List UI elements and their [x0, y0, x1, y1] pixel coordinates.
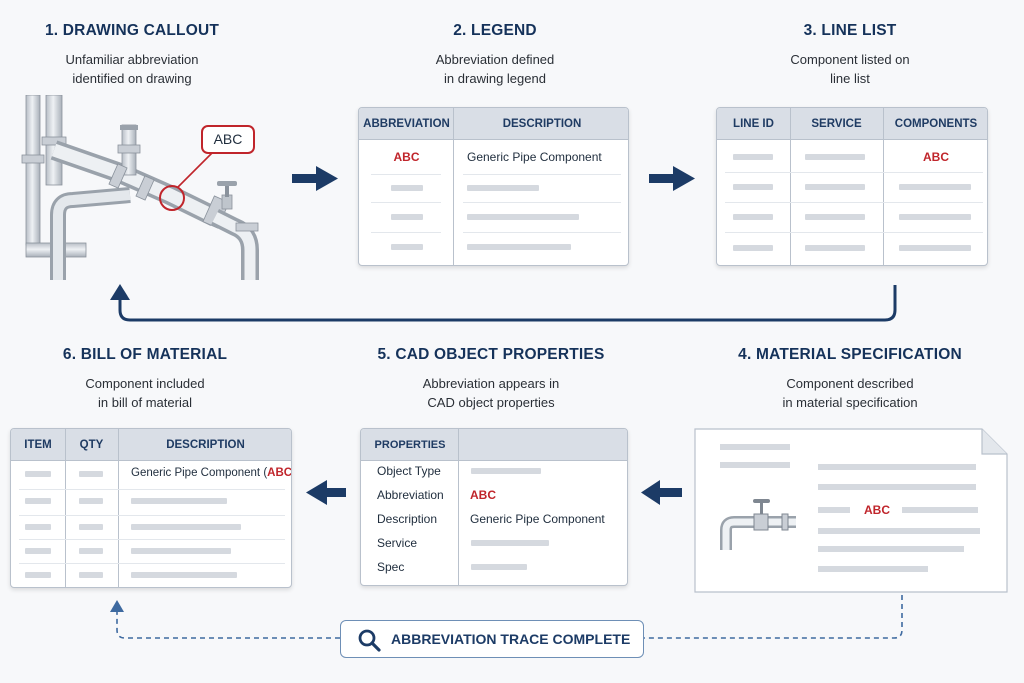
callout-highlight-circle — [159, 185, 185, 211]
cad-prop-spec-label: Spec — [377, 560, 405, 574]
legend-abbr-value: ABC — [393, 150, 420, 164]
line-list-col-service: SERVICE — [811, 118, 862, 130]
bom-header — [11, 429, 291, 461]
line-list-col-components: COMPONENTS — [894, 118, 978, 130]
line-list-abbr-value: ABC — [923, 150, 949, 164]
legend-desc-value: Generic Pipe Component — [467, 150, 602, 164]
cad-properties-panel: PROPERTIES Object Type Abbreviation ABC … — [360, 428, 628, 586]
trace-dashed-line — [116, 595, 903, 639]
callout-bubble: ABC — [201, 125, 255, 154]
cad-properties-header — [361, 429, 627, 461]
step3-subtitle-line2: line list — [830, 71, 870, 86]
cad-prop-description-label: Description — [377, 512, 438, 526]
bom-col-description: DESCRIPTION — [166, 439, 245, 451]
bill-of-material-table: ITEM QTY DESCRIPTION Generic Pipe Compon… — [10, 428, 292, 588]
step2-title: 2. LEGEND — [453, 22, 537, 39]
step1-subtitle-line1: Unfamiliar abbreviation — [65, 52, 199, 67]
bom-desc-prefix: Generic Pipe Component ( — [131, 467, 268, 479]
cad-properties-header-label: PROPERTIES — [374, 439, 446, 451]
arrow-right-1-2 — [292, 166, 338, 191]
bom-abbr-value: ABC — [267, 467, 292, 479]
legend-col-abbreviation: ABBREVIATION — [363, 118, 450, 130]
legend-table-header — [359, 108, 628, 140]
bom-col-qty: QTY — [79, 439, 104, 451]
step2-subtitle-line2: in drawing legend — [444, 71, 546, 86]
return-loop-arrowhead — [110, 284, 130, 300]
step6-title: 6. BILL OF MATERIAL — [62, 346, 228, 363]
step1-subtitle-line2: identified on drawing — [72, 71, 192, 86]
step4-title: 4. MATERIAL SPECIFICATION — [738, 346, 962, 363]
valve-pipe-icon — [720, 499, 796, 550]
bom-col-item: ITEM — [24, 439, 52, 451]
cad-prop-description-value: Generic Pipe Component — [470, 512, 605, 526]
step5-subtitle-line1: Abbreviation appears in — [422, 376, 560, 391]
arrow-right-2-3 — [649, 166, 695, 191]
step4-subtitle-line1: Component described — [786, 376, 914, 391]
trace-complete-label: ABBREVIATION TRACE COMPLETE — [391, 631, 631, 647]
legend-col-description: DESCRIPTION — [502, 118, 582, 130]
step6-subtitle-line2: in bill of material — [98, 395, 192, 410]
bom-desc-value: Generic Pipe Component (ABC) — [131, 467, 292, 479]
cad-prop-abbreviation-value: ABC — [470, 488, 496, 502]
cad-prop-abbreviation-label: Abbreviation — [377, 488, 444, 502]
arrow-left-4-5 — [641, 480, 682, 505]
return-loop-line — [118, 285, 897, 322]
step5-title: 5. CAD OBJECT PROPERTIES — [377, 346, 605, 363]
step3-title: 3. LINE LIST — [803, 22, 897, 39]
cad-prop-service-label: Service — [377, 536, 418, 550]
legend-table: ABBREVIATION DESCRIPTION ABC Generic Pip… — [358, 107, 629, 266]
arrow-left-5-6 — [306, 480, 346, 505]
cad-prop-object-type-label: Object Type — [377, 464, 441, 478]
trace-dashed-arrowhead — [110, 600, 124, 612]
material-spec-abbr-value: ABC — [864, 503, 890, 517]
material-spec-document — [694, 428, 1008, 593]
line-list-table: LINE ID SERVICE COMPONENTS ABC — [716, 107, 988, 266]
step2-subtitle-line1: Abbreviation defined — [435, 52, 555, 67]
line-list-header — [717, 108, 987, 140]
line-list-col-line-id: LINE ID — [733, 118, 774, 130]
abbreviation-trace-badge: ABBREVIATION TRACE COMPLETE — [340, 620, 644, 658]
step5-subtitle-line2: CAD object properties — [427, 395, 555, 410]
magnifier-icon — [358, 629, 381, 652]
step3-subtitle-line1: Component listed on — [790, 52, 910, 67]
step6-subtitle-line1: Component included — [85, 376, 205, 391]
step1-title: 1. DRAWING CALLOUT — [44, 22, 220, 39]
step4-subtitle-line2: in material specification — [782, 395, 918, 410]
pipe-drawing — [21, 95, 259, 280]
